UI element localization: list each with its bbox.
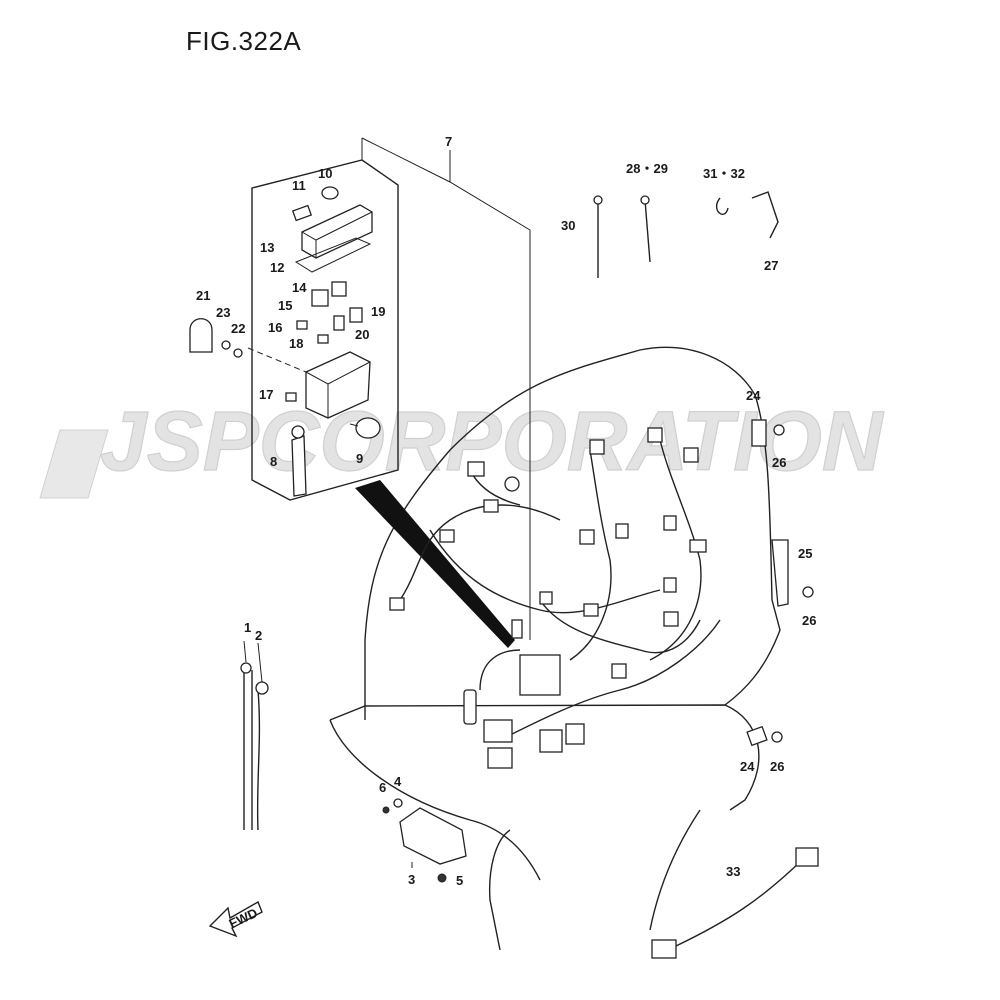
bolt-26a [773, 424, 785, 436]
callout-27: 27 [764, 258, 778, 273]
callout-26c: 26 [770, 759, 784, 774]
callout-25: 25 [798, 546, 812, 561]
fuse-box-cover [301, 204, 373, 259]
callout-7: 7 [445, 134, 452, 149]
callout-16: 16 [268, 320, 282, 335]
callout-15: 15 [278, 298, 292, 313]
watermark-logo-mark [39, 429, 109, 499]
washer-22 [233, 348, 243, 358]
inset-pointer-wedge [355, 480, 515, 648]
callout-13: 13 [260, 240, 274, 255]
callout-4: 4 [394, 774, 402, 789]
nut-23 [221, 340, 231, 350]
relay-a [311, 289, 329, 307]
clip-31-32 [715, 197, 729, 215]
callout-2: 2 [255, 628, 262, 643]
clamp-28-29 [644, 199, 651, 263]
callout-5: 5 [456, 873, 463, 888]
callout-12: 12 [270, 260, 284, 275]
callout-10: 10 [318, 166, 332, 181]
dash-leader [247, 347, 307, 373]
bracket-3 [382, 798, 467, 883]
fuse-box-base [305, 351, 371, 419]
callout-3: 3 [408, 872, 415, 887]
callout-26a: 26 [772, 455, 786, 470]
callout-23: 23 [216, 305, 230, 320]
relay-b [331, 281, 347, 297]
harness-ecu-box [519, 654, 561, 696]
plate-24a [751, 419, 767, 447]
fwd-label: FWD [227, 905, 260, 931]
callout-8: 8 [270, 454, 277, 469]
callout-30: 30 [561, 218, 575, 233]
seal-gasket [294, 237, 372, 273]
callout-20: 20 [355, 327, 369, 342]
fuse-20 [333, 315, 345, 331]
boot-21 [189, 318, 213, 353]
callout-11: 11 [292, 178, 306, 193]
callout-21: 21 [196, 288, 210, 303]
bracket-27 [751, 191, 779, 239]
cap-9 [349, 417, 381, 439]
callout-28-29: 28・29 [626, 161, 668, 176]
leader-7b [361, 137, 531, 640]
fuse-16 [296, 320, 308, 330]
bolt-26c [771, 731, 783, 743]
fuse-19 [349, 307, 363, 323]
fwd-arrow: FWD [208, 900, 263, 938]
connector-8 [291, 425, 307, 497]
callout-6: 6 [379, 780, 386, 795]
callout-9: 9 [356, 451, 363, 466]
callout-18: 18 [289, 336, 303, 351]
callout-17: 17 [259, 387, 273, 402]
callout-22: 22 [231, 321, 245, 336]
grommet-part [321, 186, 339, 200]
callout-33: 33 [726, 864, 740, 879]
callout-19: 19 [371, 304, 385, 319]
fuse-18 [317, 334, 329, 344]
callout-1: 1 [244, 620, 251, 635]
plate-24b [746, 725, 768, 747]
cables-1-2 [240, 640, 269, 831]
callout-31-32: 31・32 [703, 166, 745, 181]
bolt-26b [802, 586, 814, 598]
figure-title: FIG.322A [186, 26, 302, 56]
bracket-25 [771, 539, 789, 607]
fuse-17 [285, 392, 297, 402]
sub-harness-33 [651, 847, 819, 959]
wiring-harness [389, 427, 721, 769]
clip-part [291, 204, 313, 222]
callout-24a: 24 [746, 388, 761, 403]
callout-labels: 1 2 3 4 5 6 7 8 9 10 11 12 13 14 15 16 1… [196, 134, 816, 888]
callout-26b: 26 [802, 613, 816, 628]
callout-14: 14 [292, 280, 307, 295]
callout-24b: 24 [740, 759, 755, 774]
